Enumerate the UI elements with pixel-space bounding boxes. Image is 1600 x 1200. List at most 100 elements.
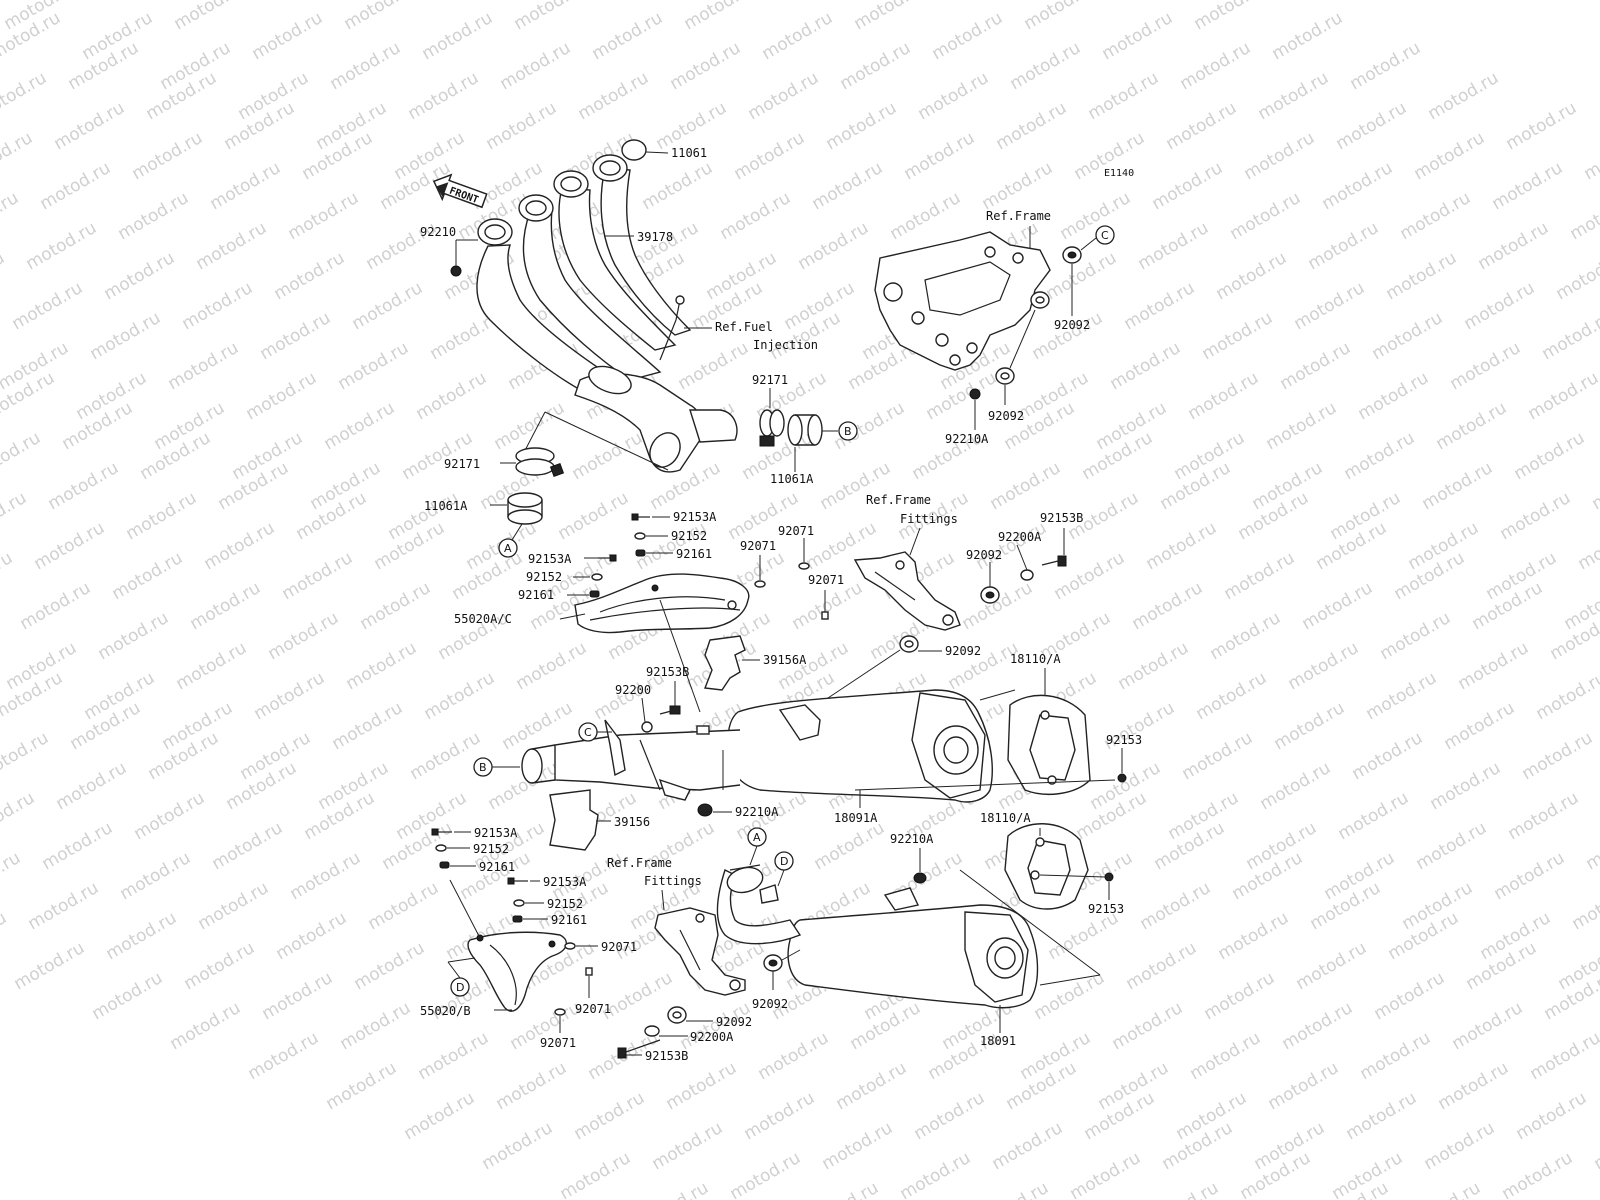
muffler-body-18091A (521, 689, 993, 803)
label-92092-lower-right: 92092 (752, 997, 788, 1011)
callout-B-mid: B (479, 761, 487, 774)
label-92161-lower-mid: 92161 (551, 913, 587, 927)
label-92152-mid-left: 92152 (526, 570, 562, 584)
label-92092-lower-left: 92092 (716, 1015, 752, 1029)
end-cap-18110A-lower (1004, 823, 1089, 910)
label-92200A-lower: 92200A (690, 1030, 734, 1044)
washer-92152-mid-top (634, 532, 646, 540)
clamp-92171-left (515, 447, 565, 478)
callout-C-top: C (1101, 229, 1109, 242)
nut-92092-frame-right (1030, 291, 1050, 309)
sleeve-11061A-left (507, 492, 543, 525)
label-11061A-right: 11061A (770, 472, 814, 486)
heat-guard-55020B (467, 931, 567, 1012)
label-ref-frame-fittings-lower: Ref.Frame (607, 856, 672, 870)
collar-92161-lower-mid (512, 915, 523, 923)
callout-D-lower: D (780, 855, 788, 868)
clamp-92171-right (759, 409, 785, 447)
label-92071-mid-c: 92071 (808, 573, 844, 587)
grommet-92071-mid-a (754, 580, 766, 588)
bolt-92153B-mid-right (1041, 555, 1067, 567)
label-92092-top-right: 92092 (1054, 318, 1090, 332)
grommet-92071-mid-b (798, 562, 810, 570)
callout-D-left: D (456, 981, 464, 994)
label-92171-left: 92171 (444, 457, 480, 471)
callout-A-left: A (504, 542, 512, 555)
link-pipe-lower (716, 864, 802, 945)
label-18091A: 18091A (834, 811, 878, 825)
label-11061A-left: 11061A (424, 499, 468, 513)
label-92071-lower-b: 92071 (575, 1002, 611, 1016)
bolt-92153A-lower-left (431, 828, 452, 836)
label-92071-mid-b: 92071 (778, 524, 814, 538)
exhaust-header-pipes (476, 154, 738, 473)
label-92210A-mid: 92210A (735, 805, 779, 819)
washer-92200 (641, 721, 653, 733)
label-92071-lower-a: 92071 (601, 940, 637, 954)
label-92171-right: 92171 (752, 373, 788, 387)
label-ref-frame-fittings-top-2: Fittings (900, 512, 958, 526)
nut-92092-lower-right (763, 954, 783, 972)
nut-92210A-mid (697, 803, 713, 817)
nut-92092-lower-left (667, 1006, 687, 1024)
label-ref-frame-fittings-lower-2: Fittings (644, 874, 702, 888)
label-92071-lower-c: 92071 (540, 1036, 576, 1050)
grommet-92071-lower-c (554, 1008, 566, 1016)
label-92092-mid-lower: 92092 (945, 644, 981, 658)
label-92161-mid-left: 92161 (518, 588, 554, 602)
collar-92161-mid-top (635, 549, 646, 557)
label-ref-fuel-injection: Injection (753, 338, 818, 352)
label-11061: 11061 (671, 146, 707, 160)
label-39156A: 39156A (763, 653, 807, 667)
washer-92200A-lower (644, 1025, 660, 1037)
label-92153B-mid-left: 92153B (646, 665, 689, 679)
label-92153A-mid-top: 92153A (673, 510, 717, 524)
end-cap-18110A-upper (1007, 694, 1091, 795)
label-39156: 39156 (614, 815, 650, 829)
label-92161-mid-top: 92161 (676, 547, 712, 561)
label-92210: 92210 (420, 225, 456, 239)
sleeve-11061A-right (787, 414, 823, 446)
collar-92161-mid-left (589, 590, 600, 598)
nut-92210A-lower (913, 872, 927, 884)
label-92153B-mid-right: 92153B (1040, 511, 1083, 525)
label-18091: 18091 (980, 1034, 1016, 1048)
label-92210A-top: 92210A (945, 432, 989, 446)
callout-A-lower: A (753, 831, 761, 844)
nut-92092-top-left (995, 367, 1015, 385)
label-92161-lower-left: 92161 (479, 860, 515, 874)
label-ref-frame-top: Ref.Frame (986, 209, 1051, 223)
nut-92092-mid-lower (899, 635, 919, 653)
nut-92092-mid-upper (980, 586, 1000, 604)
label-92152-mid-top: 92152 (671, 529, 707, 543)
footpeg-bracket-mid (853, 551, 961, 631)
label-18110A-upper: 18110/A (1010, 652, 1061, 666)
label-39178: 39178 (637, 230, 673, 244)
label-55020B: 55020/B (420, 1004, 471, 1018)
label-92200A-mid: 92200A (998, 530, 1042, 544)
collar-92161-lower-left (439, 861, 450, 869)
label-92200: 92200 (615, 683, 651, 697)
frame-section-top (874, 231, 1051, 371)
label-18110A-lower: 18110/A (980, 811, 1031, 825)
label-92153-upper: 92153 (1106, 733, 1142, 747)
washer-92152-lower-left (435, 844, 447, 852)
bolt-92153A-lower-mid (507, 877, 528, 885)
washer-92152-mid-left (591, 573, 603, 581)
label-92152-lower-mid: 92152 (547, 897, 583, 911)
label-92153B-lower: 92153B (645, 1049, 688, 1063)
gasket-11061 (621, 139, 647, 161)
nut-92210 (450, 265, 462, 277)
heat-shield-39156 (549, 789, 599, 851)
bolt-92153B-mid-left (659, 705, 681, 715)
bolt-92153-lower (1104, 872, 1114, 882)
grommet-92071-mid-c (821, 611, 829, 620)
heat-guard-55020A (574, 573, 750, 634)
bolt-92153B-lower (617, 1039, 661, 1059)
callout-C-mid: C (584, 726, 592, 739)
label-92092-mid-upper: 92092 (966, 548, 1002, 562)
label-92153A-lower-mid: 92153A (543, 875, 587, 889)
label-92071-mid-a: 92071 (740, 539, 776, 553)
bolt-92153-upper (1117, 773, 1127, 783)
